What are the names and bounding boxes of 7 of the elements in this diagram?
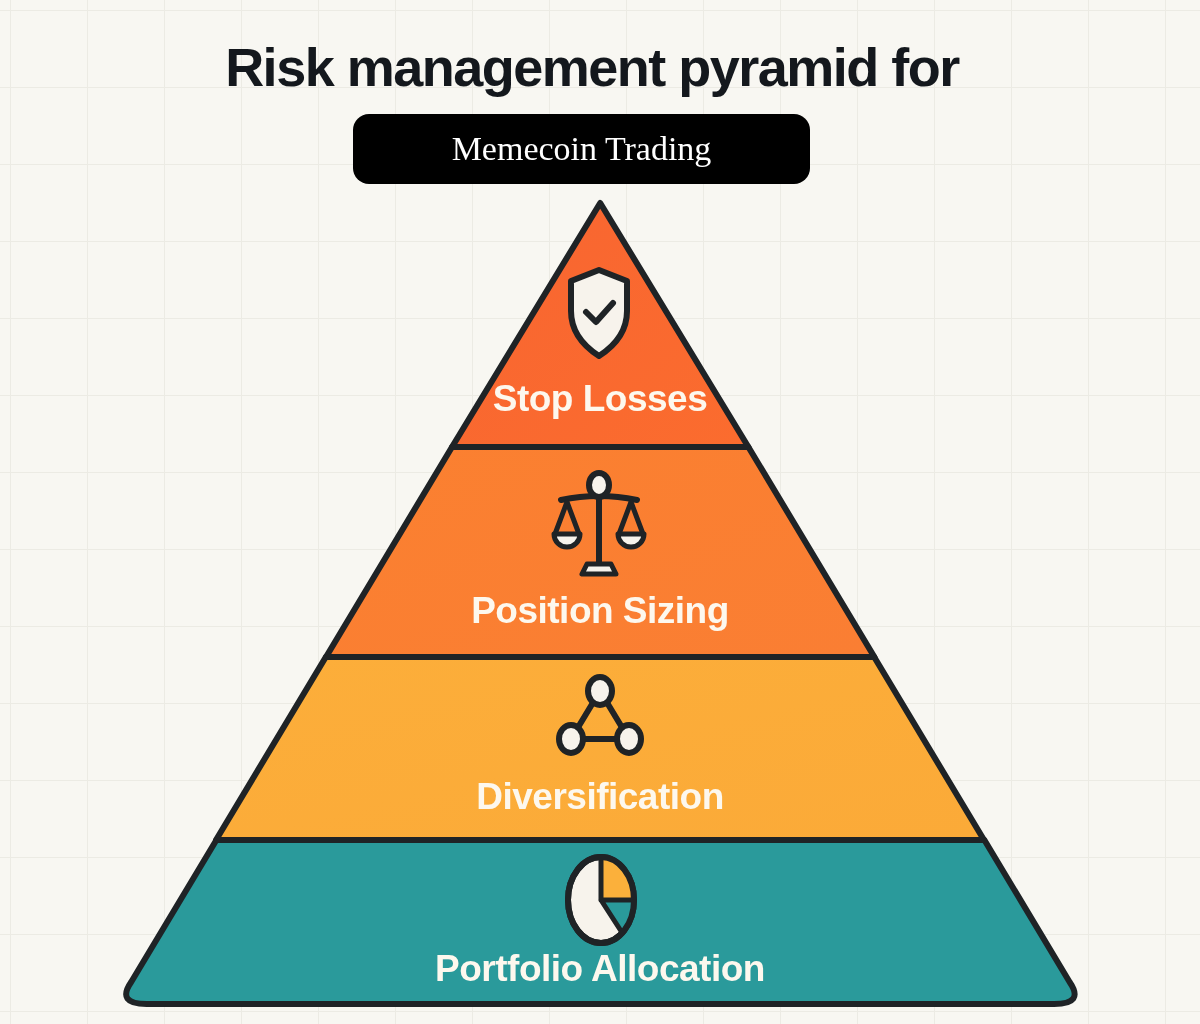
tier-label: Position Sizing: [471, 590, 729, 632]
tier-label: Portfolio Allocation: [435, 948, 765, 990]
title: Risk management pyramid for: [224, 36, 961, 98]
tier-label: Stop Losses: [492, 378, 708, 420]
tier-label: Diversification: [476, 776, 724, 818]
subtitle-banner: [353, 114, 810, 184]
banner-text: Memecoin Trading: [450, 130, 713, 168]
